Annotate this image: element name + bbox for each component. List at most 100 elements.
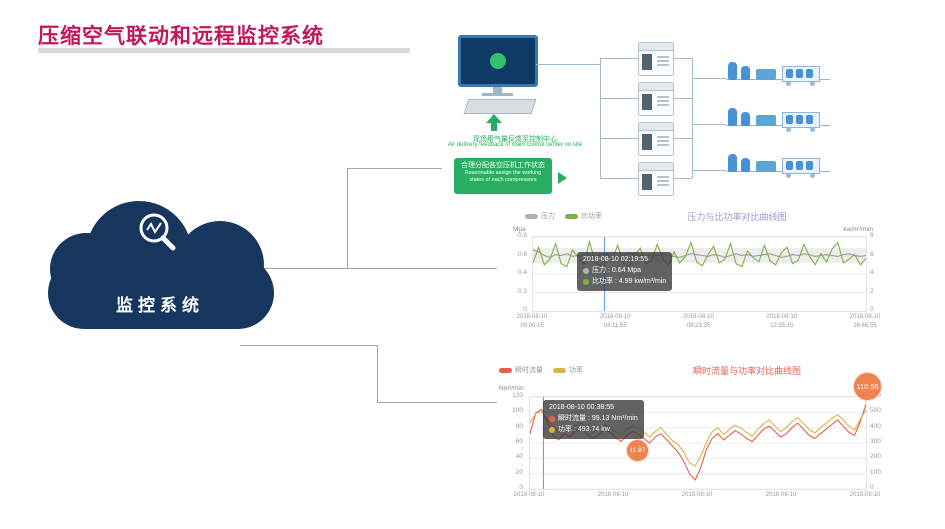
compressor-unit bbox=[638, 82, 674, 116]
bus-line bbox=[672, 58, 692, 59]
chart-legend: 瞬时流量 功率 bbox=[499, 365, 583, 375]
y-tick-label: 400 bbox=[870, 422, 881, 430]
y-tick-label: 6 bbox=[870, 250, 874, 258]
bus-line bbox=[672, 178, 692, 179]
y-tick-label: 100 bbox=[512, 407, 523, 415]
y-axis-right: 0100200300400500600 bbox=[867, 392, 891, 491]
y-tick-label: 2 bbox=[870, 287, 874, 295]
air-treatment-group bbox=[726, 58, 834, 98]
cloud-shape bbox=[50, 233, 122, 305]
compressor-unit bbox=[638, 122, 674, 156]
bus-line bbox=[600, 178, 638, 179]
connector-line bbox=[258, 268, 497, 269]
legend-item-specific-power[interactable]: 比功率 bbox=[565, 211, 602, 221]
y-tick-label: 0 bbox=[519, 484, 523, 491]
legend-item-flow[interactable]: 瞬时流量 bbox=[499, 365, 543, 375]
legend-marker bbox=[525, 213, 538, 219]
x-tick-label: 2018-08-10 bbox=[597, 492, 629, 498]
series-dot bbox=[549, 427, 555, 434]
y-tick-label: 300 bbox=[870, 438, 881, 445]
connector-line bbox=[377, 345, 378, 402]
up-arrow-icon bbox=[491, 123, 497, 131]
y-tick-label: 0.8 bbox=[517, 232, 527, 239]
right-arrow-icon bbox=[558, 172, 567, 184]
y-tick-label: 4 bbox=[870, 269, 874, 276]
software-logo bbox=[490, 53, 506, 69]
title-underline bbox=[38, 48, 410, 53]
bus-line bbox=[672, 98, 692, 99]
series-dot bbox=[583, 279, 589, 286]
legend-marker bbox=[553, 367, 566, 373]
connector-line bbox=[347, 168, 348, 268]
legend-item-power[interactable]: 功率 bbox=[553, 365, 583, 375]
legend-marker bbox=[499, 367, 512, 373]
min-value-badge: 11.87 bbox=[626, 439, 649, 462]
tooltip-title: 2018-08-10 02:19:55 bbox=[583, 256, 648, 263]
air-treatment-group bbox=[726, 104, 834, 144]
chart-tooltip: 2018-08-10 00:38:55 瞬时流量 : 99.13 Nm³/min… bbox=[543, 400, 644, 439]
y-tick-label: 20 bbox=[515, 468, 523, 476]
bus-line bbox=[692, 124, 726, 125]
y-tick-label: 40 bbox=[515, 453, 523, 461]
series-dot bbox=[583, 268, 589, 275]
cloud-shape bbox=[176, 221, 264, 309]
connector-line bbox=[347, 168, 442, 169]
left-axis-unit: Mpa bbox=[513, 226, 526, 233]
x-tick-label: 2018-08-10 bbox=[849, 492, 881, 498]
monitor-screen bbox=[458, 35, 538, 87]
bus-line bbox=[536, 64, 600, 65]
chart-title: 瞬时流量与功率对比曲线图 bbox=[692, 366, 801, 376]
magnifier-icon bbox=[132, 207, 184, 259]
chart-legend: 压力 比功率 bbox=[525, 211, 602, 221]
control-pc-icon bbox=[458, 35, 538, 114]
legend-item-pressure[interactable]: 压力 bbox=[525, 211, 555, 221]
max-value-badge: 110.55 bbox=[853, 372, 882, 401]
monitor-base bbox=[482, 93, 513, 96]
tooltip-title: 2018-08-10 00:38:55 bbox=[549, 404, 614, 411]
feedback-label-cn: 现场用气量反馈至控制中心 bbox=[473, 136, 557, 143]
left-axis-unit: Nm³/min bbox=[499, 385, 524, 392]
chart-tooltip: 2018-08-10 02:19:55 压力 : 0.64 Mpa 比功率 : … bbox=[577, 252, 673, 291]
connector-line bbox=[377, 402, 497, 403]
chart-title: 压力与比功率对比曲线图 bbox=[687, 212, 787, 222]
x-tick-label: 2018-08-10 bbox=[681, 492, 713, 498]
assign-label-cn: 合理分配各空压机工作状态 bbox=[461, 162, 545, 169]
up-arrow-icon bbox=[486, 114, 502, 123]
bus-line bbox=[600, 98, 638, 99]
tooltip-row: 功率 : 493.74 kw bbox=[558, 425, 610, 433]
y-tick-label: 0 bbox=[870, 306, 874, 313]
y-tick-label: 8 bbox=[870, 232, 874, 239]
series-dot bbox=[549, 416, 555, 423]
bus-line bbox=[692, 58, 693, 178]
cloud-label: 监控系统 bbox=[116, 296, 204, 315]
bus-line bbox=[692, 170, 726, 171]
y-tick-label: 0.6 bbox=[517, 250, 527, 258]
tooltip-row: 压力 : 0.64 Mpa bbox=[592, 266, 642, 274]
x-axis: 2018-08-10 2018-08-10 2018-08-10 2018-08-10… bbox=[514, 491, 881, 509]
tooltip-row: 瞬时流量 : 99.13 Nm³/min bbox=[558, 414, 638, 422]
right-axis-unit: kw/m³/min bbox=[843, 226, 873, 233]
y-tick-label: 0.4 bbox=[517, 269, 527, 276]
connector-line bbox=[240, 345, 377, 346]
monitor-stand bbox=[493, 87, 502, 93]
y-axis-right: 0 2 4 6 8 bbox=[867, 232, 891, 313]
compressor-unit bbox=[638, 162, 674, 196]
compressor-unit bbox=[638, 42, 674, 76]
y-tick-label: 0 bbox=[870, 484, 874, 491]
page-title: 压缩空气联动和远程监控系统 bbox=[38, 25, 324, 48]
y-tick-label: 100 bbox=[870, 468, 881, 476]
y-tick-label: 120 bbox=[512, 392, 523, 399]
x-tick-label: 2018-08-10 bbox=[513, 492, 545, 498]
legend-label: 比功率 bbox=[581, 213, 602, 220]
y-tick-label: 80 bbox=[515, 422, 523, 430]
legend-label: 瞬时流量 bbox=[515, 367, 543, 374]
